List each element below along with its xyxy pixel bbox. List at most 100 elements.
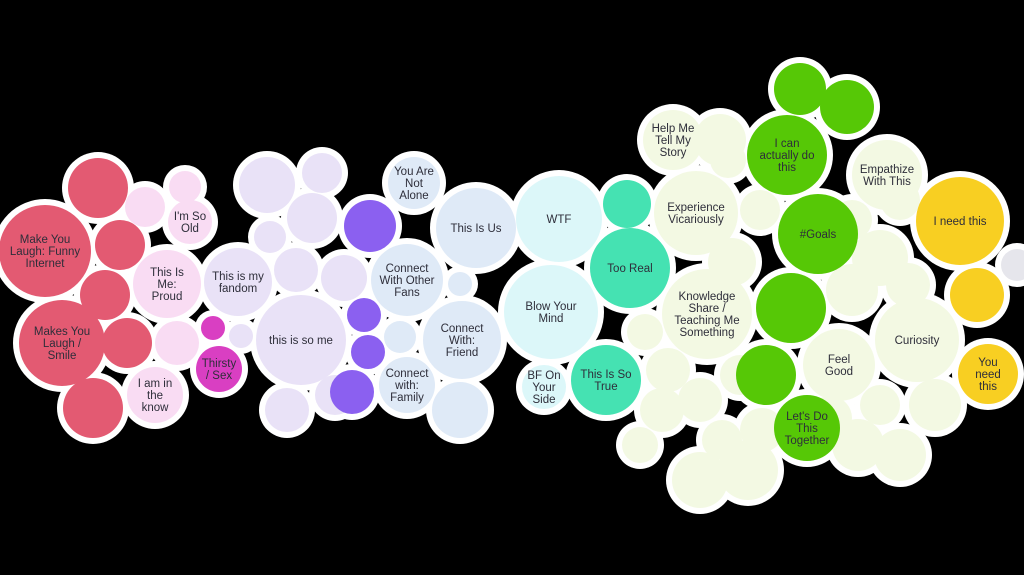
bubble-labelled-teal xyxy=(571,345,641,415)
bubble-label-line: With: xyxy=(449,335,475,347)
bubble-labelled-cream xyxy=(643,110,703,170)
bubble-label: This Is Us xyxy=(450,223,501,235)
bubble-label-line: Story xyxy=(660,147,687,159)
bubble-label-line: Make You xyxy=(20,234,71,246)
bubble-lavender xyxy=(274,248,318,292)
bubble-labelled-cream xyxy=(803,329,875,401)
bubble-label-line: Good xyxy=(825,366,853,378)
bubble-label-line: this xyxy=(979,381,997,393)
bubble-lavender xyxy=(287,193,337,243)
bubble-labelled-lightblue xyxy=(371,244,443,316)
bubble-lightblue xyxy=(448,272,472,296)
bubble-label-line: actually do xyxy=(760,150,815,162)
bubble-label-line: Side xyxy=(532,394,555,406)
bubble-cream xyxy=(740,408,784,452)
bubble-label-line: this is so me xyxy=(269,335,333,347)
bubble-yellow xyxy=(950,268,1004,322)
bubble-labelled-red xyxy=(19,300,105,386)
bubble-label-line: Me: xyxy=(157,279,176,291)
bubble-green xyxy=(736,345,796,405)
bubble-lavender xyxy=(302,153,342,193)
bubble-label-line: Fans xyxy=(394,287,420,299)
bubble-label-line: Connect xyxy=(386,368,430,380)
bubble-red xyxy=(63,378,123,438)
bubble-label-line: Knowledge xyxy=(679,291,736,303)
bubble-label-line: This Is So xyxy=(580,369,631,381)
bubble-label-line: Vicariously xyxy=(668,214,724,226)
bubble-label-line: I am in xyxy=(138,378,173,390)
bubble-label-line: with: xyxy=(394,380,419,392)
bubble-label-line: know xyxy=(142,402,170,414)
bubble-label-line: Your xyxy=(532,382,555,394)
bubble-label-line: Blow Your xyxy=(525,301,576,313)
bubble-label-line: Laugh / xyxy=(43,338,82,350)
bubble-label-line: Connect xyxy=(386,263,430,275)
bubble-label-line: This xyxy=(796,423,818,435)
bubble-red xyxy=(102,318,152,368)
bubble-labelled-teal xyxy=(590,228,670,308)
bubble-labelled-cyanlight xyxy=(504,265,598,359)
bubble-labelled-yellow xyxy=(916,177,1004,265)
bubble-label-line: This Is xyxy=(150,267,184,279)
bubble-label-line: Not xyxy=(405,178,424,190)
bubble-label-line: Laugh: Funny xyxy=(10,246,81,258)
bubble-labelled-cream xyxy=(852,140,922,210)
bubble-cream xyxy=(740,190,780,230)
bubble-lavender xyxy=(265,388,309,432)
bubble-lightblue xyxy=(432,382,488,438)
bubble-label-line: Makes You xyxy=(34,326,90,338)
bubble-labelled-lightblue xyxy=(379,357,435,413)
bubble-fills xyxy=(0,63,1024,508)
bubble-label-line: need xyxy=(975,369,1001,381)
bubble-label-line: With Other xyxy=(380,275,435,287)
bubble-labelled-pink xyxy=(168,200,212,244)
bubble-label-line: You xyxy=(978,357,997,369)
bubble-labelled-yellow xyxy=(958,344,1018,404)
bubble-labelled-red xyxy=(0,205,91,297)
bubble-cream xyxy=(860,385,900,425)
bubble-label-line: Teaching Me xyxy=(674,315,739,327)
bubble-label-line: Internet xyxy=(26,258,66,270)
bubble-label-line: Experience xyxy=(667,202,725,214)
bubble-label: I need this xyxy=(933,216,986,228)
bubble-label-line: Empathize xyxy=(860,164,914,176)
bubble-lightblue xyxy=(384,321,416,353)
bubble-lavender xyxy=(321,255,367,301)
bubble-label-line: Smile xyxy=(48,350,77,362)
bubble-cream xyxy=(826,264,878,316)
bubble-label: Curiosity xyxy=(895,335,940,347)
bubble-label: WTF xyxy=(547,214,572,226)
bubble-label-line: BF On xyxy=(527,370,560,382)
bubble-cream xyxy=(718,440,778,500)
bubble-label-line: the xyxy=(147,390,163,402)
bubble-cream xyxy=(909,379,961,431)
bubble-labelled-pink xyxy=(127,367,183,423)
bubble-cream xyxy=(710,142,746,178)
bubble-label-line: WTF xyxy=(547,214,572,226)
bubble-label-line: I can xyxy=(775,138,800,150)
bubble-labelled-cream xyxy=(662,269,752,359)
bubble-labelled-cyanlight xyxy=(516,176,602,262)
bubble-label-line: Family xyxy=(390,392,424,404)
bubble-cream xyxy=(622,427,658,463)
bubble-label-line: Old xyxy=(181,223,199,235)
bubble-label-line: Let's Do xyxy=(786,411,828,423)
bubble-cream xyxy=(640,388,684,432)
